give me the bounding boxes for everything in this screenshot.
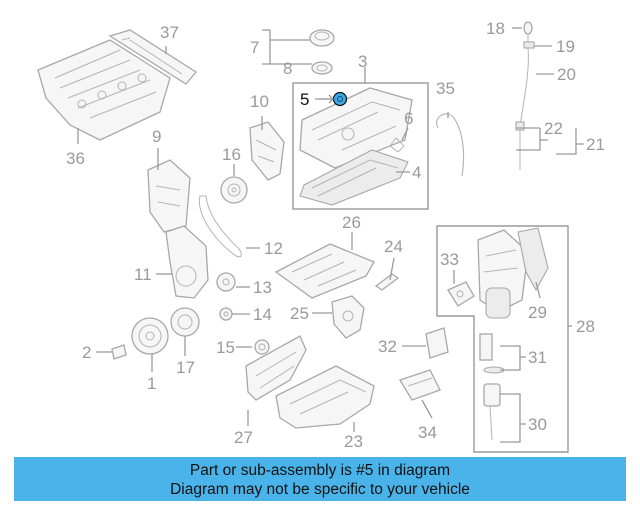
intake-gasket-drawing — [108, 29, 197, 85]
pressure-switch-drawing — [483, 383, 501, 441]
banner-line-part: Part or sub-assembly is #5 in diagram — [189, 462, 451, 479]
tensioner-drawing — [219, 307, 233, 321]
callout-8: 8 — [283, 59, 292, 78]
baffle-drawing — [245, 335, 307, 401]
windage-tray-drawing — [274, 243, 375, 299]
bolt-drawing — [111, 344, 127, 360]
dipstick-drawing — [515, 21, 535, 170]
callout-31: 31 — [528, 348, 547, 367]
callout-6: 6 — [404, 109, 413, 128]
crank-gear-drawing — [170, 307, 200, 337]
callout-24: 24 — [384, 237, 403, 256]
callout-25: 25 — [290, 304, 309, 323]
sprocket-drawing — [220, 176, 248, 204]
engine-parts-diagram: 37 7 8 3 5 6 4 10 9 16 36 12 11 13 14 15… — [37, 19, 605, 453]
callout-15: 15 — [216, 338, 235, 357]
cap-seal-drawing — [311, 61, 333, 75]
filter-gasket-drawing — [517, 227, 549, 292]
callout-23: 23 — [344, 432, 363, 451]
callout-10: 10 — [250, 92, 269, 111]
front-cover-drawing — [147, 159, 191, 233]
callout-13: 13 — [253, 278, 272, 297]
timing-chain-drawing — [198, 195, 242, 258]
callout-28: 28 — [576, 317, 595, 336]
callout-33: 33 — [440, 250, 459, 269]
callout-2: 2 — [82, 343, 91, 362]
oil-filter-group-box — [436, 225, 569, 453]
intake-manifold-drawing — [37, 39, 171, 141]
washer-drawing — [254, 339, 270, 355]
oil-pump-drawing — [331, 295, 365, 339]
callout-30: 30 — [528, 415, 547, 434]
breather-hose-drawing — [436, 113, 465, 177]
filter-element-drawing — [479, 333, 493, 361]
leader-lines — [77, 27, 584, 443]
callout-27: 27 — [234, 428, 253, 447]
callout-35: 35 — [436, 79, 455, 98]
lower-timing-cover-drawing — [165, 225, 209, 299]
callout-16: 16 — [222, 145, 241, 164]
oil-filler-cap-drawing — [309, 29, 335, 47]
callout-1: 1 — [147, 374, 156, 393]
idler-pulley-drawing — [216, 272, 236, 292]
mount-bracket-drawing — [399, 369, 441, 401]
callout-14: 14 — [253, 305, 272, 324]
upper-timing-cover-drawing — [249, 121, 285, 181]
info-banner: Part or sub-assembly is #5 in diagram Di… — [14, 457, 626, 501]
callout-22: 22 — [544, 119, 563, 138]
callout-29: 29 — [528, 303, 547, 322]
callout-11: 11 — [134, 265, 152, 284]
oil-level-sensor-drawing — [425, 327, 449, 359]
oil-cooler-drawing — [447, 281, 475, 307]
oil-pan-drawing — [275, 365, 375, 429]
callout-20: 20 — [557, 65, 576, 84]
callout-34: 34 — [418, 423, 437, 442]
callout-19: 19 — [556, 37, 575, 56]
callout-32: 32 — [378, 337, 397, 356]
highlighted-part-5 — [332, 91, 348, 107]
callout-7: 7 — [250, 38, 259, 57]
bracket-drawing — [374, 273, 400, 291]
oil-filter-housing-drawing — [477, 229, 529, 319]
banner-line-disclaimer: Diagram may not be specific to your vehi… — [170, 481, 470, 498]
valve-cover-group-box — [292, 82, 429, 210]
crank-pulley-drawing — [131, 317, 169, 355]
callout-labels: 37 7 8 3 5 6 4 10 9 16 36 12 11 13 14 15… — [66, 19, 605, 451]
callout-21: 21 — [586, 135, 605, 154]
callout-5: 5 — [300, 90, 309, 109]
callout-12: 12 — [264, 239, 283, 258]
callout-3: 3 — [358, 52, 367, 71]
callout-37: 37 — [160, 23, 179, 42]
callout-9: 9 — [152, 127, 161, 146]
callout-4: 4 — [412, 163, 421, 182]
callout-18: 18 — [486, 19, 505, 38]
callout-17: 17 — [176, 358, 195, 377]
callout-26: 26 — [342, 213, 361, 232]
callout-36: 36 — [66, 149, 85, 168]
